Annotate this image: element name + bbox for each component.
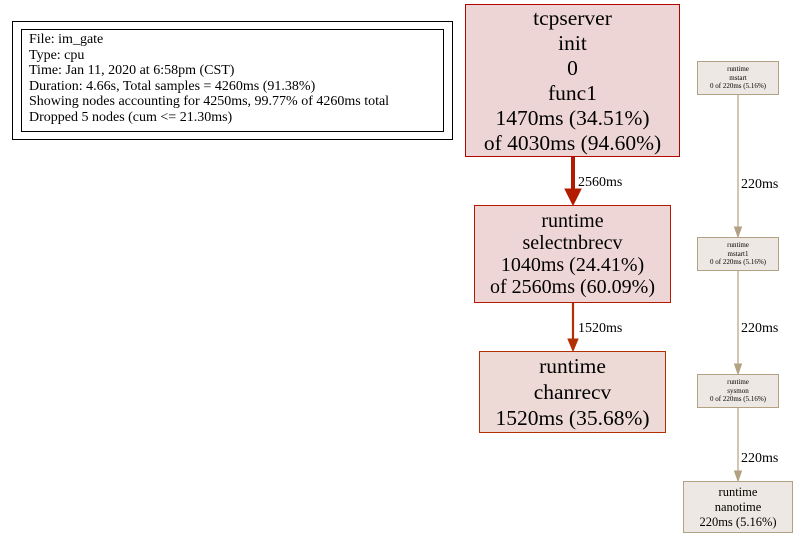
node-line: func1 [548,80,597,105]
node-line: 1520ms (35.68%) [495,406,650,430]
node-tcpserver-init-func1[interactable]: tcpserver init 0 func1 1470ms (34.51%) o… [465,4,680,157]
node-line: selectnbrecv [522,232,623,254]
node-line: nanotime [714,499,762,514]
node-line: init [558,30,587,55]
node-line: chanrecv [533,380,612,404]
node-line: 0 of 220ms (5.16%) [710,395,766,404]
node-line: runtime [539,354,606,378]
legend-type: Type: cpu [29,47,85,63]
legend-duration: Duration: 4.66s, Total samples = 4260ms … [29,78,316,94]
node-runtime-selectnbrecv[interactable]: runtime selectnbrecv 1040ms (24.41%) of … [474,205,671,303]
node-line: 220ms (5.16%) [699,514,777,529]
edge-label: 220ms [741,321,778,336]
node-runtime-mstart1[interactable]: runtime mstart1 0 of 220ms (5.16%) [697,237,779,271]
legend-dropped: Dropped 5 nodes (cum <= 21.30ms) [29,109,233,125]
edge-mstart1-to-sysmon[interactable]: 220ms [733,271,779,376]
node-line: 0 of 220ms (5.16%) [710,258,766,267]
legend-text: File: im_gate Type: cpu Time: Jan 11, 20… [21,29,444,132]
node-line: runtime [727,378,749,387]
edge-arrowhead [733,363,743,376]
node-line: 0 of 220ms (5.16%) [710,82,766,91]
node-runtime-sysmon[interactable]: runtime sysmon 0 of 220ms (5.16%) [697,374,779,408]
node-line: 1470ms (34.51%) [495,105,650,130]
edge-sysmon-to-nanotime[interactable]: 220ms [733,408,779,483]
node-line: mstart [729,73,747,82]
edge-arrowhead [733,226,743,239]
legend-time: Time: Jan 11, 2020 at 6:58pm (CST) [29,63,235,79]
node-line: of 2560ms (60.09%) [490,276,655,298]
node-line: sysmon [727,386,749,395]
edge-label: 220ms [741,177,778,192]
edge-mstart-to-mstart1[interactable]: 220ms [733,95,779,239]
legend-showing: Showing nodes accounting for 4250ms, 99.… [29,94,390,110]
node-line: 0 [567,55,578,80]
edge-label: 2560ms [578,175,622,190]
node-line: of 4030ms (94.60%) [483,130,662,155]
edge-label: 220ms [741,451,778,466]
legend-file: File: im_gate [29,32,104,47]
node-runtime-mstart[interactable]: runtime mstart 0 of 220ms (5.16%) [697,61,779,95]
node-line: runtime [718,484,758,499]
node-line: tcpserver [533,5,612,30]
node-runtime-chanrecv[interactable]: runtime chanrecv 1520ms (35.68%) [479,351,666,433]
edge-arrowhead [567,338,579,353]
node-runtime-nanotime[interactable]: runtime nanotime 220ms (5.16%) [683,481,793,533]
node-line: runtime [727,65,749,74]
edge-arrowhead [564,188,582,207]
edge-label: 1520ms [578,321,622,336]
node-line: 1040ms (24.41%) [500,254,645,276]
node-line: runtime [541,210,604,232]
edge-selectnbrecv-to-chanrecv[interactable]: 1520ms [567,303,622,353]
node-line: mstart1 [727,249,749,258]
edge-arrowhead [733,470,743,483]
edge-tcp-to-selectnbrecv[interactable]: 2560ms [564,157,622,207]
node-line: runtime [727,241,749,250]
legend-box: File: im_gate Type: cpu Time: Jan 11, 20… [12,21,453,140]
